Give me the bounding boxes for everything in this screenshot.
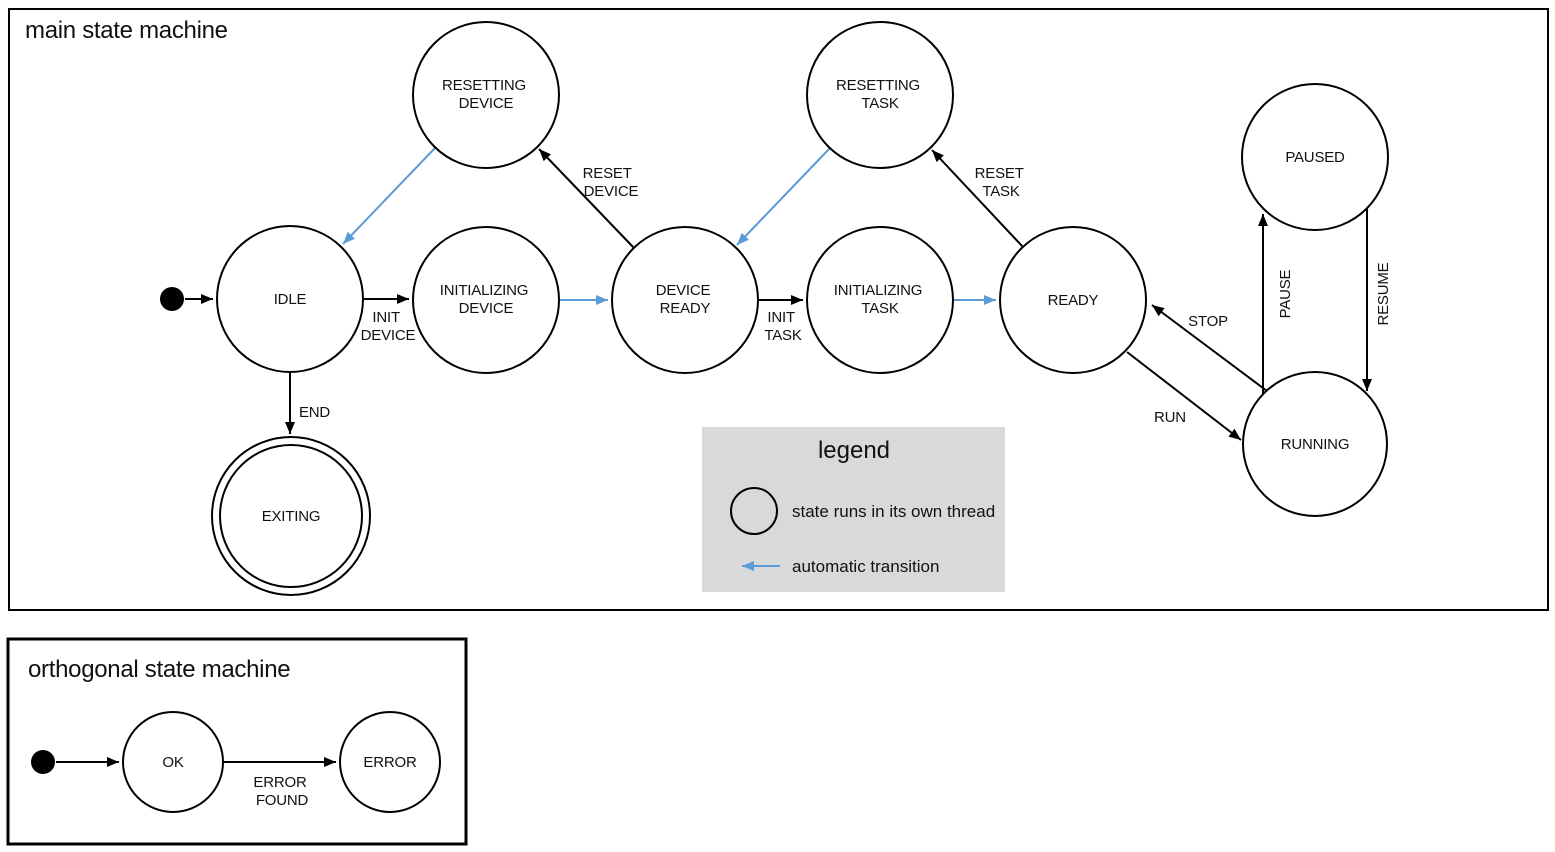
legend-auto-transition-label: automatic transition <box>792 557 939 576</box>
auto-transition-resetting-task-to-device-ready <box>736 147 831 246</box>
state-paused: PAUSED <box>1241 83 1389 231</box>
state-error: ERROR <box>339 711 441 813</box>
final-state-outer-ring <box>211 436 371 596</box>
transition-label-reset-task: RESET TASK <box>975 165 1028 200</box>
svg-text:INITIALIZING TASK: INITIALIZING TASK <box>834 282 926 317</box>
transition-reset-device <box>538 148 635 249</box>
transition-run <box>1126 351 1242 441</box>
transition-label-run: RUN <box>1154 409 1186 426</box>
transition-label-stop: STOP <box>1188 313 1228 330</box>
main-transitions: INIT DEVICE RESET DEVICE INIT TASK <box>160 147 1392 441</box>
state-device-ready: DEVICE READY <box>611 226 759 374</box>
svg-text:INITIALIZING DEVICE: INITIALIZING DEVICE <box>440 282 532 317</box>
transition-label-init-task: INIT TASK <box>764 309 801 344</box>
main-state-machine-panel: main state machine INIT DEVICE RESET DEV… <box>8 8 1549 611</box>
state-initializing-task: INITIALIZING TASK <box>806 226 954 374</box>
auto-transition-resetting-device-to-idle <box>342 147 436 245</box>
transition-label-resume: RESUME <box>1375 262 1392 325</box>
transition-stop <box>1151 304 1268 392</box>
legend: legend state runs in its own thread auto… <box>702 427 1005 592</box>
transition-reset-task <box>931 149 1024 248</box>
state-resetting-device: RESETTING DEVICE <box>412 21 560 169</box>
state-running: RUNNING <box>1242 371 1388 517</box>
svg-text:EXITING: EXITING <box>262 508 321 525</box>
orthogonal-frame <box>6 637 468 846</box>
orthogonal-state-machine-panel: orthogonal state machine OK ERROR FOUND … <box>6 637 468 846</box>
state-idle: IDLE <box>216 225 364 373</box>
legend-threaded-state-label: state runs in its own thread <box>792 502 995 521</box>
main-frame-title: main state machine <box>25 17 228 44</box>
svg-text:PAUSED: PAUSED <box>1285 149 1345 166</box>
orthogonal-frame-title: orthogonal state machine <box>28 656 290 683</box>
orthogonal-initial-state-dot <box>31 750 55 774</box>
transition-label-pause: PAUSE <box>1277 269 1294 318</box>
svg-text:IDLE: IDLE <box>274 291 307 308</box>
state-resetting-task: RESETTING TASK <box>806 21 954 169</box>
svg-text:RUNNING: RUNNING <box>1281 436 1350 453</box>
state-ok: OK <box>122 711 224 813</box>
legend-threaded-state-icon <box>730 487 778 535</box>
svg-text:OK: OK <box>162 754 183 771</box>
state-ready: READY <box>999 226 1147 374</box>
transition-label-end: END <box>299 404 330 421</box>
state-initializing-device: INITIALIZING DEVICE <box>412 226 560 374</box>
transition-label-reset-device: RESET DEVICE <box>583 165 639 200</box>
legend-title: legend <box>818 437 890 464</box>
final-state-inner-circle <box>219 444 363 588</box>
transition-label-error-found: ERROR FOUND <box>253 774 310 809</box>
transition-label-init-device: INIT DEVICE <box>361 309 416 344</box>
svg-text:RESETTING DEVICE: RESETTING DEVICE <box>442 77 530 112</box>
svg-text:READY: READY <box>1048 292 1099 309</box>
svg-text:RESETTING TASK: RESETTING TASK <box>836 77 924 112</box>
svg-text:DEVICE READY: DEVICE READY <box>656 282 715 317</box>
initial-state-dot <box>160 287 184 311</box>
svg-text:ERROR: ERROR <box>363 754 417 771</box>
state-exiting-final: EXITING <box>211 436 371 596</box>
main-states: IDLE RESETTING DEVICE INITIALIZING DEVIC… <box>211 21 1389 596</box>
